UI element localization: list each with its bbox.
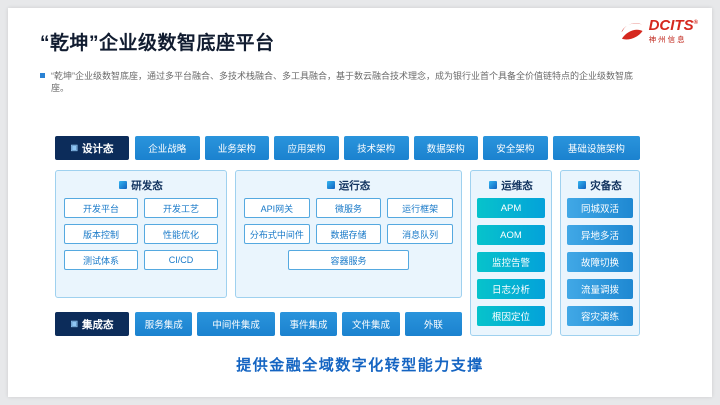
dev-node: 版本控制 bbox=[64, 224, 138, 244]
ops-column-label: 运维态 bbox=[501, 179, 533, 192]
design-row-label: ▣ 设计态 bbox=[55, 136, 129, 160]
subtitle-row: “乾坤”企业级数智底座，通过多平台融合、多技术栈融合、多工具融合，基于数云融合技… bbox=[40, 70, 640, 94]
dr-node: 同城双活 bbox=[567, 198, 633, 218]
cube-icon bbox=[326, 181, 335, 189]
slide: “乾坤”企业级数智底座平台 “乾坤”企业级数智底座，通过多平台融合、多技术栈融合… bbox=[8, 8, 712, 397]
run-node: 分布式中间件 bbox=[244, 224, 310, 244]
dev-node: 开发平台 bbox=[64, 198, 138, 218]
integration-row: ▣ 集成态 服务集成 中间件集成 事件集成 文件集成 外联 bbox=[55, 312, 463, 336]
dr-column: 灾备态 同城双活 异地多活 故障切换 流量调拨 容灾演练 bbox=[560, 170, 640, 336]
ops-node: 根因定位 bbox=[477, 306, 545, 326]
design-node: 安全架构 bbox=[483, 136, 548, 160]
ops-node: 监控告警 bbox=[477, 252, 545, 272]
design-node: 业务架构 bbox=[204, 136, 270, 160]
integration-node: 外联 bbox=[404, 312, 463, 336]
dr-column-header: 灾备态 bbox=[567, 177, 633, 193]
company-logo: DCITS® 神州信息 bbox=[620, 16, 698, 45]
dcits-swoosh-icon bbox=[621, 22, 643, 39]
ops-column-header: 运维态 bbox=[477, 177, 545, 193]
dev-panel-items: 开发平台 开发工艺 版本控制 性能优化 测试体系 CI/CD bbox=[64, 198, 218, 270]
design-node: 基础设施架构 bbox=[552, 136, 640, 160]
dev-panel: 研发态 开发平台 开发工艺 版本控制 性能优化 测试体系 CI/CD bbox=[55, 170, 227, 298]
run-node: 消息队列 bbox=[387, 224, 453, 244]
design-node: 企业战略 bbox=[135, 136, 200, 160]
registered-mark: ® bbox=[693, 20, 698, 26]
logo-subname: 神州信息 bbox=[648, 35, 687, 44]
integration-node: 事件集成 bbox=[279, 312, 338, 336]
ops-column: 运维态 APM AOM 监控告警 日志分析 根因定位 bbox=[470, 170, 552, 336]
logo-text: DCITS® 神州信息 bbox=[649, 16, 698, 45]
logo-name: DCITS® bbox=[648, 17, 698, 34]
dr-node: 流量调拨 bbox=[567, 279, 633, 299]
cube-icon bbox=[578, 181, 587, 189]
run-node: API网关 bbox=[244, 198, 310, 218]
run-node: 数据存储 bbox=[315, 224, 382, 244]
dr-column-items: 同城双活 异地多活 故障切换 流量调拨 容灾演练 bbox=[567, 198, 633, 326]
dr-node: 容灾演练 bbox=[567, 306, 633, 326]
integration-row-items: 服务集成 中间件集成 事件集成 文件集成 外联 bbox=[135, 312, 463, 336]
dev-node: 开发工艺 bbox=[144, 198, 218, 218]
run-panel-wide-row: 容器服务 bbox=[244, 250, 453, 270]
integration-row-label-text: 集成态 bbox=[82, 318, 114, 331]
ops-node: AOM bbox=[477, 225, 545, 245]
design-row: ▣ 设计态 企业战略 业务架构 应用架构 技术架构 数据架构 安全架构 基础设施… bbox=[55, 136, 640, 160]
integration-node: 服务集成 bbox=[135, 312, 193, 336]
design-node: 技术架构 bbox=[343, 136, 409, 160]
dr-node: 异地多活 bbox=[567, 225, 633, 245]
dev-node: 性能优化 bbox=[144, 224, 218, 244]
run-panel: 运行态 API网关 微服务 运行框架 分布式中间件 数据存储 消息队列 容器服务 bbox=[235, 170, 462, 298]
integration-node: 中间件集成 bbox=[197, 312, 275, 336]
ops-node: APM bbox=[477, 198, 545, 218]
run-node: 微服务 bbox=[315, 198, 382, 218]
dr-node: 故障切换 bbox=[567, 252, 633, 272]
ops-node: 日志分析 bbox=[477, 279, 545, 299]
dev-panel-label: 研发态 bbox=[131, 179, 163, 192]
cube-icon bbox=[489, 181, 498, 189]
run-panel-header: 运行态 bbox=[244, 177, 453, 193]
run-panel-label: 运行态 bbox=[338, 179, 371, 192]
integration-row-label: ▣ 集成态 bbox=[55, 312, 129, 336]
architecture-diagram: ▣ 设计态 企业战略 业务架构 应用架构 技术架构 数据架构 安全架构 基础设施… bbox=[55, 136, 640, 336]
integration-icon: ▣ bbox=[70, 319, 79, 328]
dr-column-label: 灾备态 bbox=[590, 179, 622, 192]
subtitle-text: “乾坤”企业级数智底座，通过多平台融合、多技术栈融合、多工具融合，基于数云融合技… bbox=[51, 71, 633, 93]
run-node-container-service: 容器服务 bbox=[287, 250, 410, 270]
footer-slogan: 提供金融全域数字化转型能力支撑 bbox=[236, 357, 484, 374]
design-node: 应用架构 bbox=[274, 136, 339, 160]
design-row-label-text: 设计态 bbox=[82, 142, 114, 155]
design-icon: ▣ bbox=[70, 143, 79, 152]
dev-panel-header: 研发态 bbox=[64, 177, 218, 193]
run-panel-items: API网关 微服务 运行框架 分布式中间件 数据存储 消息队列 bbox=[244, 198, 453, 244]
dev-node: CI/CD bbox=[144, 250, 218, 270]
run-node: 运行框架 bbox=[387, 198, 453, 218]
page-title: “乾坤”企业级数智底座平台 bbox=[40, 33, 275, 54]
ops-column-items: APM AOM 监控告警 日志分析 根因定位 bbox=[477, 198, 545, 326]
cube-icon bbox=[119, 181, 128, 189]
integration-node: 文件集成 bbox=[342, 312, 400, 336]
bullet-square-icon bbox=[40, 73, 45, 78]
design-node: 数据架构 bbox=[413, 136, 479, 160]
dev-node: 测试体系 bbox=[64, 250, 138, 270]
design-row-items: 企业战略 业务架构 应用架构 技术架构 数据架构 安全架构 基础设施架构 bbox=[135, 136, 640, 160]
